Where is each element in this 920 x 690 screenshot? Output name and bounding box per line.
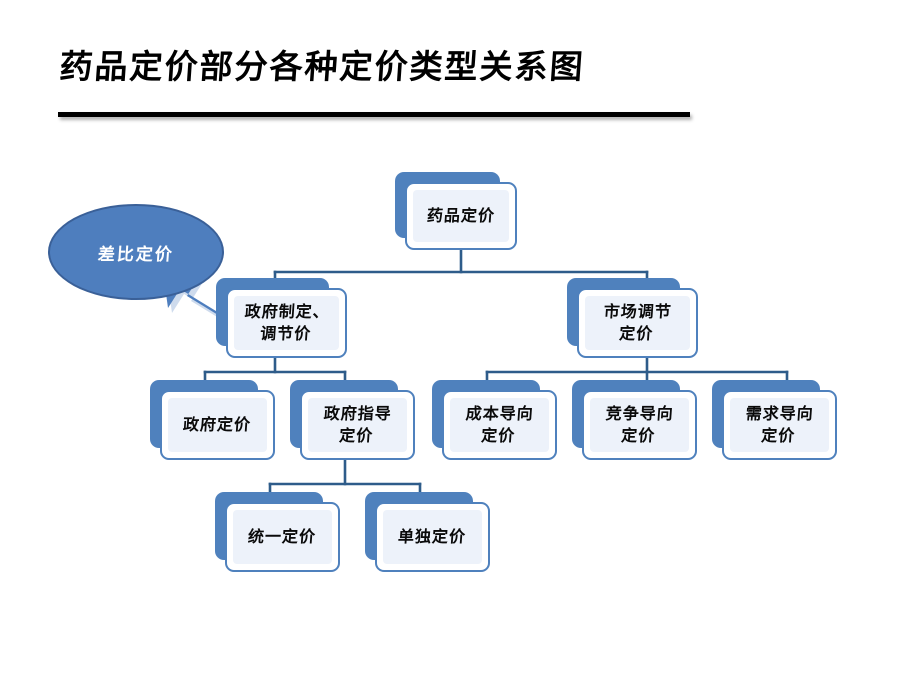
node-card-inner	[383, 510, 482, 564]
node-gov-price[interactable]: 政府定价	[150, 380, 275, 460]
node-label: 政府制定、 调节价	[244, 302, 331, 343]
node-card-front: 单独定价	[375, 502, 490, 572]
node-label: 市场调节 定价	[603, 302, 673, 343]
node-card-front: 政府指导 定价	[300, 390, 415, 460]
node-cost-oriented[interactable]: 成本导向 定价	[432, 380, 557, 460]
node-card-inner	[234, 296, 339, 350]
node-card-inner	[590, 398, 689, 452]
node-card-inner	[168, 398, 267, 452]
node-label: 政府定价	[182, 415, 253, 434]
callout-differential-pricing[interactable]: 差比定价	[48, 204, 224, 300]
node-card-inner	[413, 190, 509, 242]
node-card-front: 需求导向 定价	[722, 390, 837, 460]
node-root[interactable]: 药品定价	[395, 172, 517, 250]
node-label: 药品定价	[426, 206, 496, 225]
callout-label: 差比定价	[97, 244, 175, 265]
node-gov-set[interactable]: 政府制定、 调节价	[216, 278, 347, 358]
node-card-inner	[585, 296, 690, 350]
node-card-inner	[233, 510, 332, 564]
node-market-adjust[interactable]: 市场调节 定价	[567, 278, 698, 358]
node-label: 竞争导向 定价	[605, 404, 675, 445]
node-card-front: 市场调节 定价	[577, 288, 698, 358]
node-card-front: 政府定价	[160, 390, 275, 460]
node-label: 单独定价	[397, 527, 468, 546]
node-card-inner	[730, 398, 829, 452]
node-card-front: 成本导向 定价	[442, 390, 557, 460]
node-label: 成本导向 定价	[465, 404, 535, 445]
node-demand-oriented[interactable]: 需求导向 定价	[712, 380, 837, 460]
node-unified-price[interactable]: 统一定价	[215, 492, 340, 572]
node-card-front: 药品定价	[405, 182, 517, 250]
node-card-inner	[308, 398, 407, 452]
node-compete-oriented[interactable]: 竞争导向 定价	[572, 380, 697, 460]
node-label: 统一定价	[247, 527, 318, 546]
node-label: 政府指导 定价	[323, 404, 393, 445]
node-card-front: 竞争导向 定价	[582, 390, 697, 460]
node-label: 需求导向 定价	[745, 404, 815, 445]
ellipse-shape: 差比定价	[48, 204, 224, 300]
node-card-front: 统一定价	[225, 502, 340, 572]
node-gov-guided[interactable]: 政府指导 定价	[290, 380, 415, 460]
node-separate-price[interactable]: 单独定价	[365, 492, 490, 572]
node-card-front: 政府制定、 调节价	[226, 288, 347, 358]
node-card-inner	[450, 398, 549, 452]
title-divider	[58, 112, 690, 117]
